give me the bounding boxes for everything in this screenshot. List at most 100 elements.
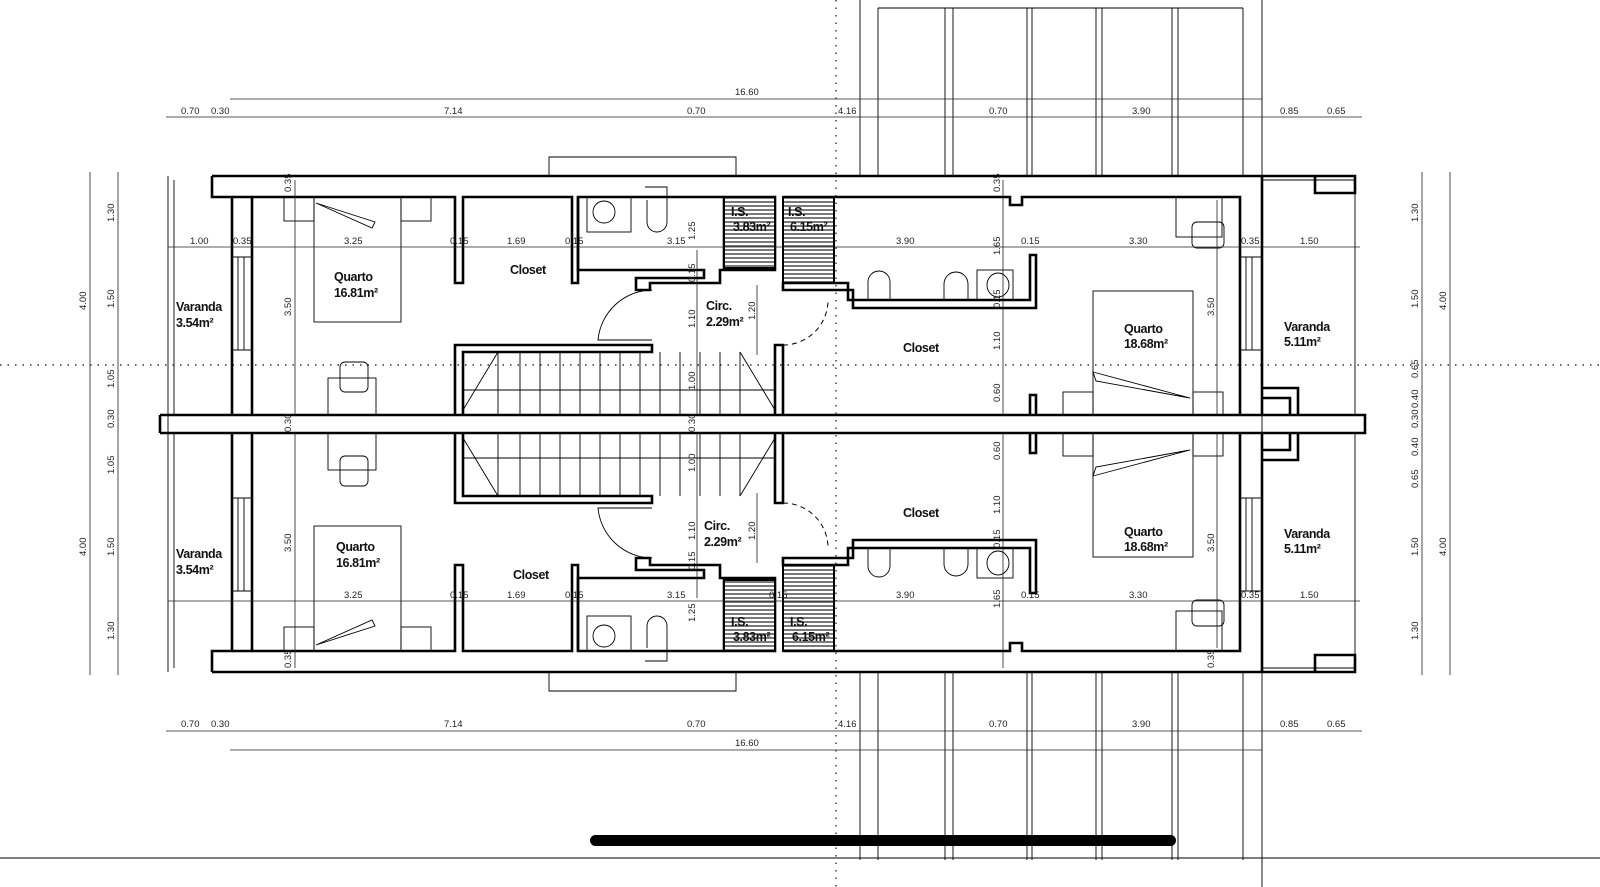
- dim: 1.00: [687, 454, 698, 473]
- dim: 0.70: [181, 719, 200, 730]
- dim: 0.15: [687, 552, 698, 571]
- upper-unit-walls: [158, 174, 1367, 426]
- dim: 0.65: [1327, 719, 1346, 730]
- dim: 1.69: [507, 590, 526, 601]
- room-name: Varanda: [1284, 320, 1331, 334]
- dim: 1.50: [106, 290, 117, 309]
- dim: 3.15: [667, 590, 686, 601]
- dim: 1.05: [106, 456, 117, 475]
- room-name: Quarto: [334, 270, 373, 284]
- dim: 1.50: [1410, 538, 1421, 557]
- dim: 0.60: [992, 384, 1003, 403]
- dim: 0.15: [769, 590, 788, 601]
- room-area: 5.11m²: [1284, 335, 1321, 349]
- dim: 1.30: [1410, 204, 1421, 223]
- dim: 3.50: [283, 534, 294, 553]
- room-name: I.S.: [731, 205, 748, 219]
- dim: 4.00: [1438, 292, 1449, 311]
- dim: 0.35: [283, 650, 294, 669]
- dim: 1.65: [992, 590, 1003, 609]
- dim: 0.40: [1410, 390, 1421, 409]
- dim: 1.10: [992, 496, 1003, 515]
- room-name: Closet: [903, 341, 940, 355]
- dim: 3.50: [1206, 298, 1217, 317]
- dim: 1.50: [1300, 236, 1319, 247]
- room-area: 6.15m²: [790, 220, 827, 234]
- scroll-indicator[interactable]: [590, 835, 1176, 846]
- room-area: 16.81m²: [336, 556, 380, 570]
- room-name: I.S.: [788, 205, 805, 219]
- room-name: Circ.: [706, 299, 732, 313]
- dim: 1.00: [190, 236, 209, 247]
- dim: 0.85: [1280, 106, 1299, 117]
- dim: 1.50: [106, 538, 117, 557]
- room-name: Circ.: [704, 519, 730, 533]
- dim: 4.00: [1438, 538, 1449, 557]
- dim: 1.25: [687, 222, 698, 241]
- dim: 1.30: [106, 622, 117, 641]
- dim: 0.65: [1410, 470, 1421, 489]
- dim: 4.00: [78, 538, 89, 557]
- room-name: Varanda: [176, 547, 223, 561]
- room-name: Closet: [903, 506, 940, 520]
- dim-overall: 16.60: [735, 738, 759, 749]
- dim: 7.14: [444, 106, 463, 117]
- dim: 0.35: [233, 236, 252, 247]
- room-area: 6.15m²: [792, 630, 829, 644]
- dim: 0.15: [450, 236, 469, 247]
- room-area: 2.29m²: [704, 535, 741, 549]
- room-name: Quarto: [1124, 525, 1163, 539]
- room-area: 18.68m²: [1124, 337, 1168, 351]
- dim: 0.35: [1241, 236, 1260, 247]
- room-labels-upper: Quarto 16.81m² Varanda 3.54m² Closet Cir…: [176, 205, 1332, 355]
- room-area: 3.54m²: [176, 563, 213, 577]
- dim: 3.90: [896, 590, 915, 601]
- room-name: Closet: [513, 568, 550, 582]
- dim: 0.15: [687, 264, 698, 283]
- dim: 3.15: [667, 236, 686, 247]
- dim: 1.30: [1410, 622, 1421, 641]
- dim: 3.90: [896, 236, 915, 247]
- dim: 1.25: [687, 604, 698, 623]
- dim: 1.05: [106, 370, 117, 389]
- room-area: 3.54m²: [176, 316, 213, 330]
- dim: 0.70: [181, 106, 200, 117]
- dim: 1.50: [1410, 290, 1421, 309]
- dim: 0.15: [450, 590, 469, 601]
- dim: 1.50: [1300, 590, 1319, 601]
- dim: 0.15: [992, 530, 1003, 549]
- dim: 4.16: [838, 719, 857, 730]
- room-area: 18.68m²: [1124, 540, 1168, 554]
- dimension-lines: [89, 98, 1451, 751]
- dim: 0.70: [989, 719, 1008, 730]
- room-name: Quarto: [336, 540, 375, 554]
- dim: 3.90: [1132, 106, 1151, 117]
- dim: 1.65: [992, 237, 1003, 256]
- dim: 0.15: [565, 590, 584, 601]
- dim: 1.10: [687, 310, 698, 329]
- dim: 0.85: [1280, 719, 1299, 730]
- dim: 0.30: [211, 719, 230, 730]
- dim: 0.65: [1410, 360, 1421, 379]
- room-name: Varanda: [176, 300, 223, 314]
- vertical-dimensions: 1.30 1.50 1.05 0.30 1.05 1.50 1.30 4.00 …: [78, 174, 1449, 669]
- room-area: 2.29m²: [706, 315, 743, 329]
- dim: 3.50: [283, 298, 294, 317]
- dim: 1.10: [992, 332, 1003, 351]
- room-labels-lower: Quarto 16.81m² Varanda 3.54m² Closet Cir…: [176, 506, 1332, 644]
- dim: 0.30: [106, 410, 117, 429]
- dim: 4.00: [78, 292, 89, 311]
- dim: 0.40: [1410, 438, 1421, 457]
- room-area: 3.83m²: [733, 630, 770, 644]
- top-dimensions: 16.60 0.70 0.30 7.14 0.70 4.16 0.70 3.90…: [181, 87, 1346, 117]
- dim: 1.69: [507, 236, 526, 247]
- room-name: I.S.: [790, 615, 807, 629]
- dim: 0.30: [211, 106, 230, 117]
- room-name: Quarto: [1124, 322, 1163, 336]
- dim: 3.30: [1129, 236, 1148, 247]
- dim: 0.15: [1021, 590, 1040, 601]
- dim: 0.60: [992, 442, 1003, 461]
- dim: 0.30: [687, 414, 698, 433]
